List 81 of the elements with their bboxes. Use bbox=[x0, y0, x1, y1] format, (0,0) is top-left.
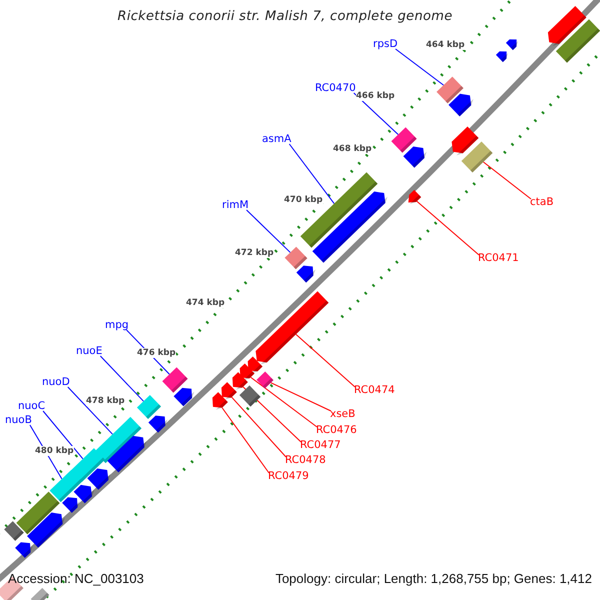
accession-text: Accession: NC_003103 bbox=[8, 571, 144, 586]
leader-line bbox=[270, 382, 332, 412]
leader-line bbox=[482, 161, 532, 200]
gene-feature bbox=[296, 266, 316, 283]
gene-label: RC0479 bbox=[268, 470, 309, 482]
leader-line bbox=[353, 92, 399, 136]
gene-block bbox=[556, 19, 600, 63]
gene-block bbox=[461, 142, 493, 172]
leader-line bbox=[231, 396, 286, 458]
gene-feature bbox=[174, 388, 194, 406]
leader-line bbox=[67, 386, 113, 435]
gene-label: asmA bbox=[262, 133, 292, 145]
gene-block bbox=[94, 416, 142, 464]
gene-feature bbox=[221, 382, 237, 400]
position-label: 472 kbp bbox=[235, 248, 274, 258]
gene-label: RC0478 bbox=[285, 454, 326, 466]
genome-info-text: Topology: circular; Length: 1,268,755 bp; Genes: 1,412 bbox=[275, 571, 592, 586]
gene-block bbox=[284, 246, 308, 270]
gene-label: RC0476 bbox=[316, 424, 357, 436]
gene-block bbox=[162, 367, 188, 393]
leader-line bbox=[100, 356, 144, 402]
position-label: 470 kbp bbox=[284, 195, 323, 205]
gene-feature bbox=[232, 372, 248, 390]
gene-feature bbox=[548, 6, 586, 46]
leader-line bbox=[42, 410, 84, 460]
gene-feature bbox=[496, 51, 508, 62]
leader-line bbox=[295, 334, 356, 388]
position-label: 468 kbp bbox=[333, 144, 372, 154]
gene-feature bbox=[62, 497, 80, 513]
leader-line bbox=[416, 200, 480, 256]
gene-label: RC0474 bbox=[354, 384, 395, 396]
leader-line bbox=[288, 144, 335, 204]
leader-line bbox=[395, 48, 444, 86]
gene-label: ctaB bbox=[530, 196, 554, 208]
gene-block bbox=[16, 492, 60, 534]
gene-feature bbox=[87, 468, 111, 490]
gene-label: rimM bbox=[222, 199, 249, 211]
gene-feature bbox=[452, 126, 479, 156]
gene-feature bbox=[15, 542, 33, 558]
gene-label: xseB bbox=[330, 408, 356, 420]
gene-feature bbox=[448, 94, 474, 116]
gene-block bbox=[136, 395, 162, 419]
gene-label: nuoC bbox=[18, 400, 46, 412]
gene-feature bbox=[107, 436, 147, 472]
gene-feature bbox=[506, 39, 518, 50]
gene-label: nuoD bbox=[42, 376, 70, 388]
gene-feature bbox=[27, 512, 65, 548]
gene-block bbox=[256, 372, 274, 388]
position-label: 474 kbp bbox=[186, 298, 225, 308]
gene-label: nuoE bbox=[76, 345, 102, 357]
position-label: 464 kbp bbox=[426, 40, 465, 50]
gene-feature bbox=[403, 146, 427, 168]
gene-label: RC0477 bbox=[300, 439, 341, 451]
gene-feature bbox=[408, 190, 422, 204]
gene-feature bbox=[256, 291, 329, 365]
gene-label: RC0471 bbox=[478, 252, 519, 264]
gene-block bbox=[30, 588, 50, 600]
gene-label: mpg bbox=[105, 319, 129, 331]
position-label: 478 kbp bbox=[86, 396, 125, 406]
gene-label: RC0470 bbox=[315, 82, 356, 94]
gene-label: nuoB bbox=[5, 414, 32, 426]
gene-block bbox=[239, 385, 261, 407]
position-label: 480 kbp bbox=[35, 446, 74, 456]
leader-line bbox=[222, 407, 270, 474]
leader-line bbox=[250, 376, 318, 428]
gene-feature bbox=[248, 356, 263, 374]
gene-block bbox=[50, 470, 82, 502]
title: Rickettsia conorii str. Malish 7, complete genome bbox=[116, 9, 454, 24]
gene-feature bbox=[212, 392, 228, 410]
leader-line bbox=[242, 386, 302, 442]
gene-block bbox=[4, 521, 24, 541]
gene-feature bbox=[148, 416, 168, 433]
position-label: 466 kbp bbox=[356, 91, 395, 101]
gene-feature bbox=[74, 484, 94, 504]
gene-block bbox=[300, 172, 378, 248]
leader-line bbox=[246, 210, 291, 253]
gene-block bbox=[436, 76, 464, 104]
position-label: 476 kbp bbox=[137, 348, 176, 358]
gene-feature bbox=[240, 363, 255, 380]
gene-label: rpsD bbox=[373, 38, 398, 50]
gene-block bbox=[391, 127, 417, 153]
